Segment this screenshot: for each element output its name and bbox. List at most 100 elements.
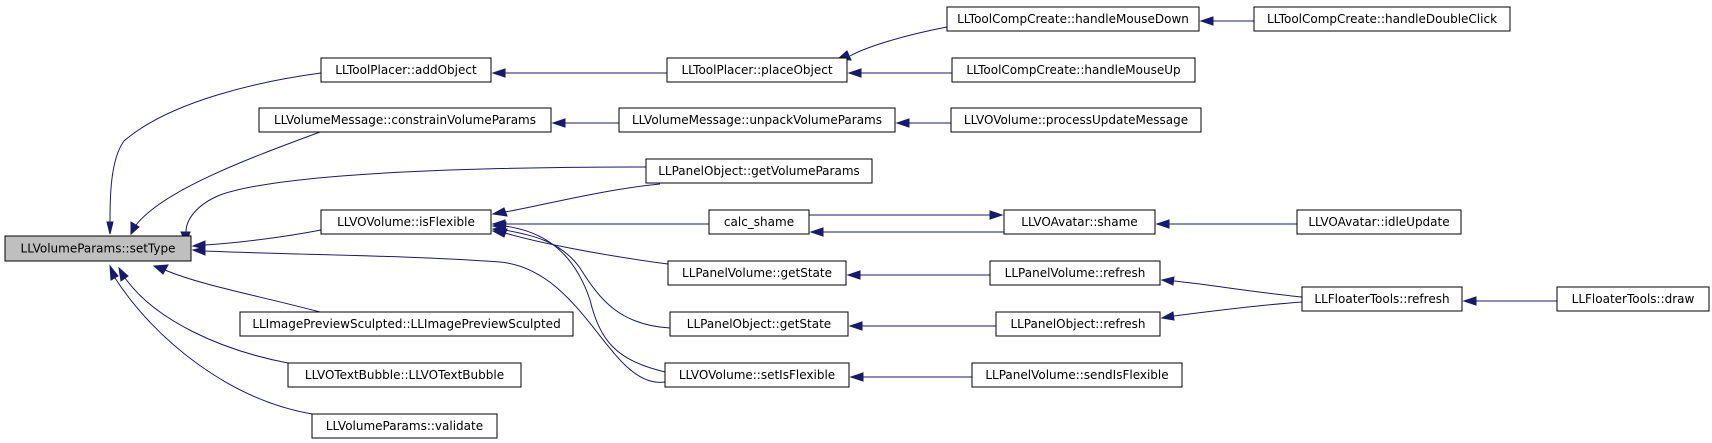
edge-n16-to-n15 <box>1160 276 1303 298</box>
graph-node[interactable]: LLVOAvatar::idleUpdate <box>1296 209 1462 235</box>
graph-node[interactable]: LLPanelVolume::getState <box>667 260 847 286</box>
arrowhead-icon <box>491 68 506 78</box>
graph-node[interactable]: LLFloaterTools::draw <box>1556 286 1710 312</box>
edge-line <box>504 229 671 329</box>
node-box <box>320 209 492 235</box>
edge-line <box>204 229 322 246</box>
graph-node[interactable]: LLVolumeParams::validate <box>311 413 498 439</box>
node-label: LLVOVolume::setIsFlexible <box>679 368 835 382</box>
edge-n11-to-n12 <box>809 210 1004 220</box>
node-box <box>1296 209 1462 235</box>
graph-node[interactable]: calc_shame <box>708 209 810 235</box>
arrowhead-icon <box>152 264 169 275</box>
node-box <box>1003 209 1156 235</box>
graph-node[interactable]: LLToolCompCreate::handleDoubleClick <box>1253 6 1511 32</box>
arrowhead-icon <box>1160 276 1175 286</box>
node-label: LLVOTextBubble::LLVOTextBubble <box>305 368 504 382</box>
graph-node[interactable]: LLToolCompCreate::handleMouseUp <box>951 57 1196 83</box>
graph-node[interactable]: LLPanelVolume::sendIsFlexible <box>971 362 1183 388</box>
graph-node[interactable]: LLVOVolume::setIsFlexible <box>664 362 850 388</box>
edge-n5-to-n2 <box>847 68 952 78</box>
graph-node[interactable]: LLFloaterTools::refresh <box>1301 286 1463 312</box>
edge-line <box>1173 280 1303 298</box>
edge-n14-to-n10 <box>491 228 669 265</box>
node-label: LLVOAvatar::idleUpdate <box>1308 215 1449 229</box>
node-box <box>320 57 492 83</box>
graph-node[interactable]: LLVOTextBubble::LLVOTextBubble <box>287 362 522 388</box>
arrowhead-icon <box>1462 296 1477 306</box>
node-label: LLPanelVolume::refresh <box>1005 266 1146 280</box>
node-box <box>708 209 810 235</box>
edge-n17-to-n16 <box>1462 296 1557 306</box>
edge-line <box>124 277 289 364</box>
node-box <box>4 235 192 262</box>
node-label: LLPanelObject::getState <box>687 317 831 331</box>
node-label: LLVolumeParams::validate <box>326 419 483 433</box>
node-box <box>1556 286 1710 312</box>
graph-node[interactable]: LLVOVolume::processUpdateMessage <box>950 107 1202 133</box>
node-label: LLToolPlacer::placeObject <box>681 63 832 77</box>
node-box <box>950 107 1202 133</box>
node-box <box>666 57 848 83</box>
edge-n13-to-n12 <box>1155 219 1297 229</box>
edge-n6-to-n0 <box>130 131 321 236</box>
edge-line <box>114 277 313 415</box>
edge-line <box>504 225 666 373</box>
arrowhead-icon <box>118 266 129 282</box>
edge-line <box>185 166 647 233</box>
node-box <box>287 362 522 388</box>
graph-node[interactable]: LLToolPlacer::addObject <box>320 57 492 83</box>
node-box <box>971 362 1183 388</box>
node-label: LLToolCompCreate::handleMouseDown <box>957 12 1189 26</box>
node-box <box>669 311 849 337</box>
nodes-layer: LLVolumeParams::setType LLToolPlacer::add… <box>4 6 1710 439</box>
graph-node[interactable]: LLVOAvatar::shame <box>1003 209 1156 235</box>
edge-line <box>204 250 666 383</box>
edge-n12-to-n11 <box>809 227 1004 237</box>
node-label: LLToolCompCreate::handleDoubleClick <box>1267 12 1497 26</box>
graph-node[interactable]: LLVOVolume::isFlexible <box>320 209 492 235</box>
node-box <box>664 362 850 388</box>
arrowhead-icon <box>130 221 140 236</box>
edge-n4-to-n3 <box>1199 16 1254 26</box>
node-label: LLVOVolume::processUpdateMessage <box>964 113 1188 127</box>
node-box <box>1301 286 1463 312</box>
arrowhead-icon <box>809 227 824 237</box>
arrowhead-icon <box>846 270 861 280</box>
edge-n16-to-n19 <box>1160 301 1303 321</box>
edge-line <box>109 72 322 223</box>
edge-n15-to-n14 <box>846 270 990 280</box>
graph-node[interactable]: LLVolumeMessage::unpackVolumeParams <box>618 107 896 133</box>
node-label: LLVolumeParams::setType <box>21 242 176 256</box>
root-node[interactable]: LLVolumeParams::setType <box>4 235 192 262</box>
edge-n9-to-n10 <box>491 183 661 217</box>
node-label: LLVolumeMessage::unpackVolumeParams <box>632 113 882 127</box>
arrowhead-icon <box>109 264 119 281</box>
graph-node[interactable]: LLPanelObject::getVolumeParams <box>645 158 873 184</box>
node-box <box>951 57 1196 83</box>
edge-line <box>1173 301 1303 317</box>
node-box <box>239 311 574 337</box>
edge-n8-to-n7 <box>895 118 951 128</box>
graph-node[interactable]: LLImagePreviewSculpted::LLImagePreviewSc… <box>239 311 574 337</box>
graph-node[interactable]: LLVolumeMessage::constrainVolumeParams <box>258 107 552 133</box>
edge-n24-to-n0 <box>109 264 313 415</box>
arrowhead-icon <box>1160 311 1175 321</box>
edge-n10-to-n0 <box>191 229 322 250</box>
graph-node[interactable]: LLToolCompCreate::handleMouseDown <box>946 6 1200 32</box>
node-box <box>618 107 896 133</box>
edge-n20-to-n10 <box>491 221 666 373</box>
graph-node[interactable]: LLPanelVolume::refresh <box>989 260 1161 286</box>
graph-node[interactable]: LLToolPlacer::placeObject <box>666 57 848 83</box>
node-label: LLToolCompCreate::handleMouseUp <box>966 63 1180 77</box>
edge-n22-to-n0 <box>152 264 321 313</box>
node-box <box>995 311 1161 337</box>
edge-line <box>504 183 661 213</box>
graph-node[interactable]: LLPanelObject::refresh <box>995 311 1161 337</box>
node-label: LLPanelVolume::getState <box>682 266 832 280</box>
node-box <box>258 107 552 133</box>
node-label: LLImagePreviewSculpted::LLImagePreviewSc… <box>252 317 560 331</box>
node-box <box>989 260 1161 286</box>
graph-node[interactable]: LLPanelObject::getState <box>669 311 849 337</box>
